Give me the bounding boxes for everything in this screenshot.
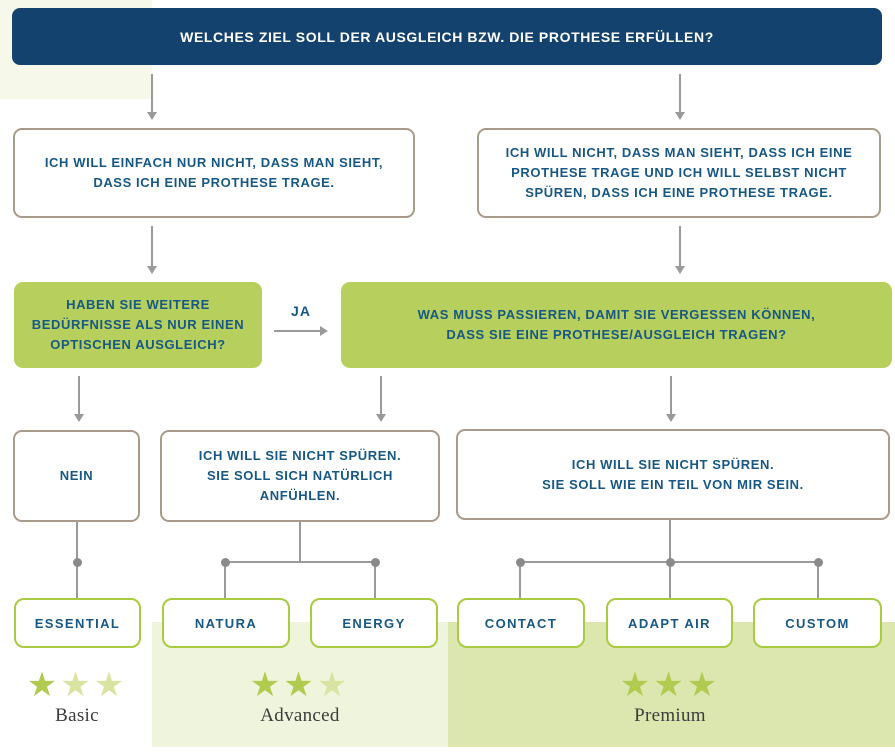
connector-dot [73,558,82,567]
connector-dot [814,558,823,567]
tier-premium-label: Premium [634,705,706,726]
product-energy-label: ENERGY [342,615,406,631]
product-natura-label: NATURA [194,615,258,631]
question-right-box: WAS MUSS PASSIEREN, DAMIT SIE VERGESSEN … [341,282,892,368]
header-question: WELCHES ZIEL SOLL DER AUSGLEICH BZW. DIE… [12,8,882,65]
answer-right-box: ICH WILL SIE NICHT SPÜREN. SIE SOLL WIE … [456,429,890,520]
product-custom-label: CUSTOM [785,615,850,631]
tier-premium: ★★★ Premium [590,668,750,727]
goal-left-line: ICH WILL EINFACH NUR NICHT, DASS MAN SIE… [44,155,384,170]
connector-line [669,520,671,563]
product-contact: CONTACT [457,598,585,648]
answer-right-line: ICH WILL SIE NICHT SPÜREN. [571,456,775,472]
arrow-right-icon [274,325,328,336]
arrow-down-icon [146,74,157,120]
question-right-line: DASS SIE EINE PROTHESE/AUSGLEICH TRAGEN? [446,327,787,342]
arrow-down-icon [674,74,685,120]
connector-line [299,522,301,563]
answer-middle-line: ANFÜHLEN. [259,488,341,503]
star-icon: ★ [283,666,317,704]
star-icon: ★ [316,666,351,704]
connector-line [669,562,671,598]
arrow-down-icon [73,376,84,422]
connector-line [224,561,376,563]
header-question-text: WELCHES ZIEL SOLL DER AUSGLEICH BZW. DIE… [180,28,714,45]
question-left-line: BEDÜRFNISSE ALS NUR EINEN [31,317,245,332]
product-natura: NATURA [162,598,290,648]
star-icon: ★ [93,666,128,704]
star-rating-basic: ★★★ [0,668,157,702]
connector-line [224,562,226,598]
question-left-box: HABEN SIE WEITERE BEDÜRFNISSE ALS NUR EI… [14,282,262,368]
arrow-down-icon [146,226,157,274]
answer-nein-text: NEIN [59,468,94,483]
question-right-line: WAS MUSS PASSIEREN, DAMIT SIE VERGESSEN … [417,307,816,322]
connector-line [519,562,521,598]
star-icon: ★ [249,666,284,704]
product-adapt-air-label: ADAPT AIR [628,615,711,631]
answer-middle-line: SIE SOLL SICH NATÜRLICH [207,468,393,483]
answer-nein-box: NEIN [13,430,140,522]
tier-basic-label: Basic [55,705,99,726]
question-left-line: HABEN SIE WEITERE [66,297,210,312]
goal-left-box: ICH WILL EINFACH NUR NICHT, DASS MAN SIE… [13,128,415,218]
star-icon: ★ [26,666,61,704]
product-contact-label: CONTACT [484,615,558,631]
star-icon: ★ [619,666,654,704]
star-icon: ★ [653,666,687,704]
connector-line [817,562,819,598]
product-adapt-air: ADAPT AIR [606,598,733,648]
goal-right-line: PROTHESE TRAGE UND ICH WILL SELBST NICHT [511,165,847,180]
goal-right-box: ICH WILL NICHT, DASS MAN SIEHT, DASS ICH… [477,128,881,218]
answer-middle-box: ICH WILL SIE NICHT SPÜREN. SIE SOLL SICH… [160,430,440,522]
star-rating-premium: ★★★ [590,668,750,702]
connector-dot [221,558,230,567]
connector-dot [371,558,380,567]
star-icon: ★ [686,666,721,704]
question-left-line: OPTISCHEN AUSGLEICH? [50,337,226,352]
connector-line [374,562,376,598]
arrow-down-icon [674,226,685,274]
tier-advanced: ★★★ Advanced [220,668,380,727]
connector-dot [666,558,675,567]
tier-advanced-label: Advanced [260,705,340,726]
ja-label: JA [291,303,311,319]
goal-right-line: ICH WILL NICHT, DASS MAN SIEHT, DASS ICH… [505,145,853,160]
arrow-down-icon [665,376,676,422]
tier-basic: ★★★ Basic [0,668,157,727]
connector-dot [516,558,525,567]
star-icon: ★ [60,666,94,704]
product-custom: CUSTOM [753,598,882,648]
star-rating-advanced: ★★★ [220,668,380,702]
arrow-down-icon [375,376,386,422]
answer-right-line: SIE SOLL WIE EIN TEIL VON MIR SEIN. [542,476,804,492]
product-essential-label: ESSENTIAL [34,615,121,631]
product-energy: ENERGY [310,598,438,648]
product-essential: ESSENTIAL [14,598,141,648]
goal-left-line: DASS ICH EINE PROTHESE TRAGE. [93,175,335,190]
goal-right-line: SPÜREN, DASS ICH EINE PROTHESE TRAGE. [525,185,833,200]
answer-middle-line: ICH WILL SIE NICHT SPÜREN. [198,448,402,463]
